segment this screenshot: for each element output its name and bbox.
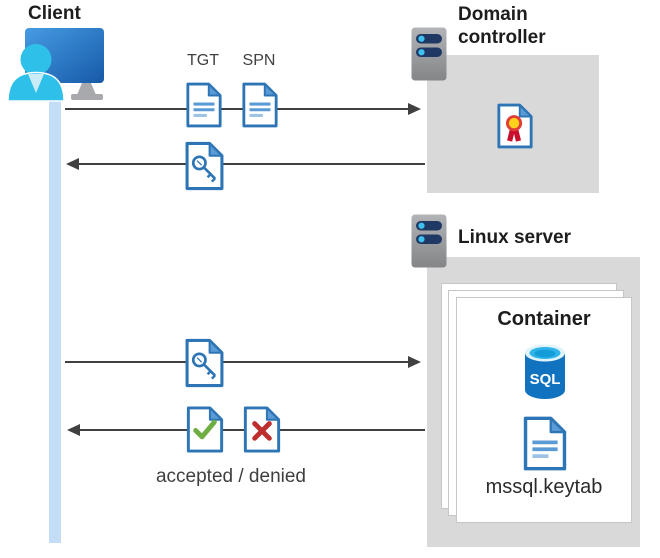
client-lifeline bbox=[49, 94, 61, 543]
linux-server-label: Linux server bbox=[458, 227, 571, 248]
spn-document-icon bbox=[242, 82, 278, 128]
sql-database-icon: SQL bbox=[525, 344, 565, 399]
keytab-filename: mssql.keytab bbox=[485, 476, 603, 498]
domain-controller-label-line2: controller bbox=[458, 27, 546, 48]
container-card: Container SQL mssql.keytab bbox=[456, 297, 632, 523]
keytab-document-icon bbox=[523, 416, 567, 471]
linux-server-icon bbox=[411, 214, 447, 268]
certificate-rosette bbox=[505, 115, 523, 142]
arrow-client-to-domain-controller bbox=[65, 103, 421, 115]
client-label: Client bbox=[28, 3, 81, 24]
domain-controller-label: Domain controller bbox=[458, 3, 546, 49]
container-label: Container bbox=[497, 308, 591, 330]
accepted-denied-label: accepted / denied bbox=[155, 466, 306, 487]
key-ticket-document-icon bbox=[184, 141, 225, 191]
user-at-monitor-icon bbox=[7, 28, 104, 102]
arrow-domain-controller-to-client bbox=[66, 158, 425, 170]
check-document-icon bbox=[186, 406, 224, 453]
x-document-icon bbox=[243, 406, 281, 453]
domain-controller-server-icon bbox=[411, 27, 447, 81]
domain-controller-label-line1: Domain bbox=[458, 4, 528, 25]
tgt-label: TGT bbox=[187, 52, 219, 69]
spn-label: SPN bbox=[242, 52, 276, 69]
arrow-client-to-linux-server bbox=[65, 356, 421, 368]
key-ticket-document-icon bbox=[184, 338, 225, 388]
certificate-document-icon bbox=[497, 103, 533, 149]
tgt-document-icon bbox=[186, 82, 222, 128]
sql-badge-text: SQL bbox=[530, 371, 561, 388]
